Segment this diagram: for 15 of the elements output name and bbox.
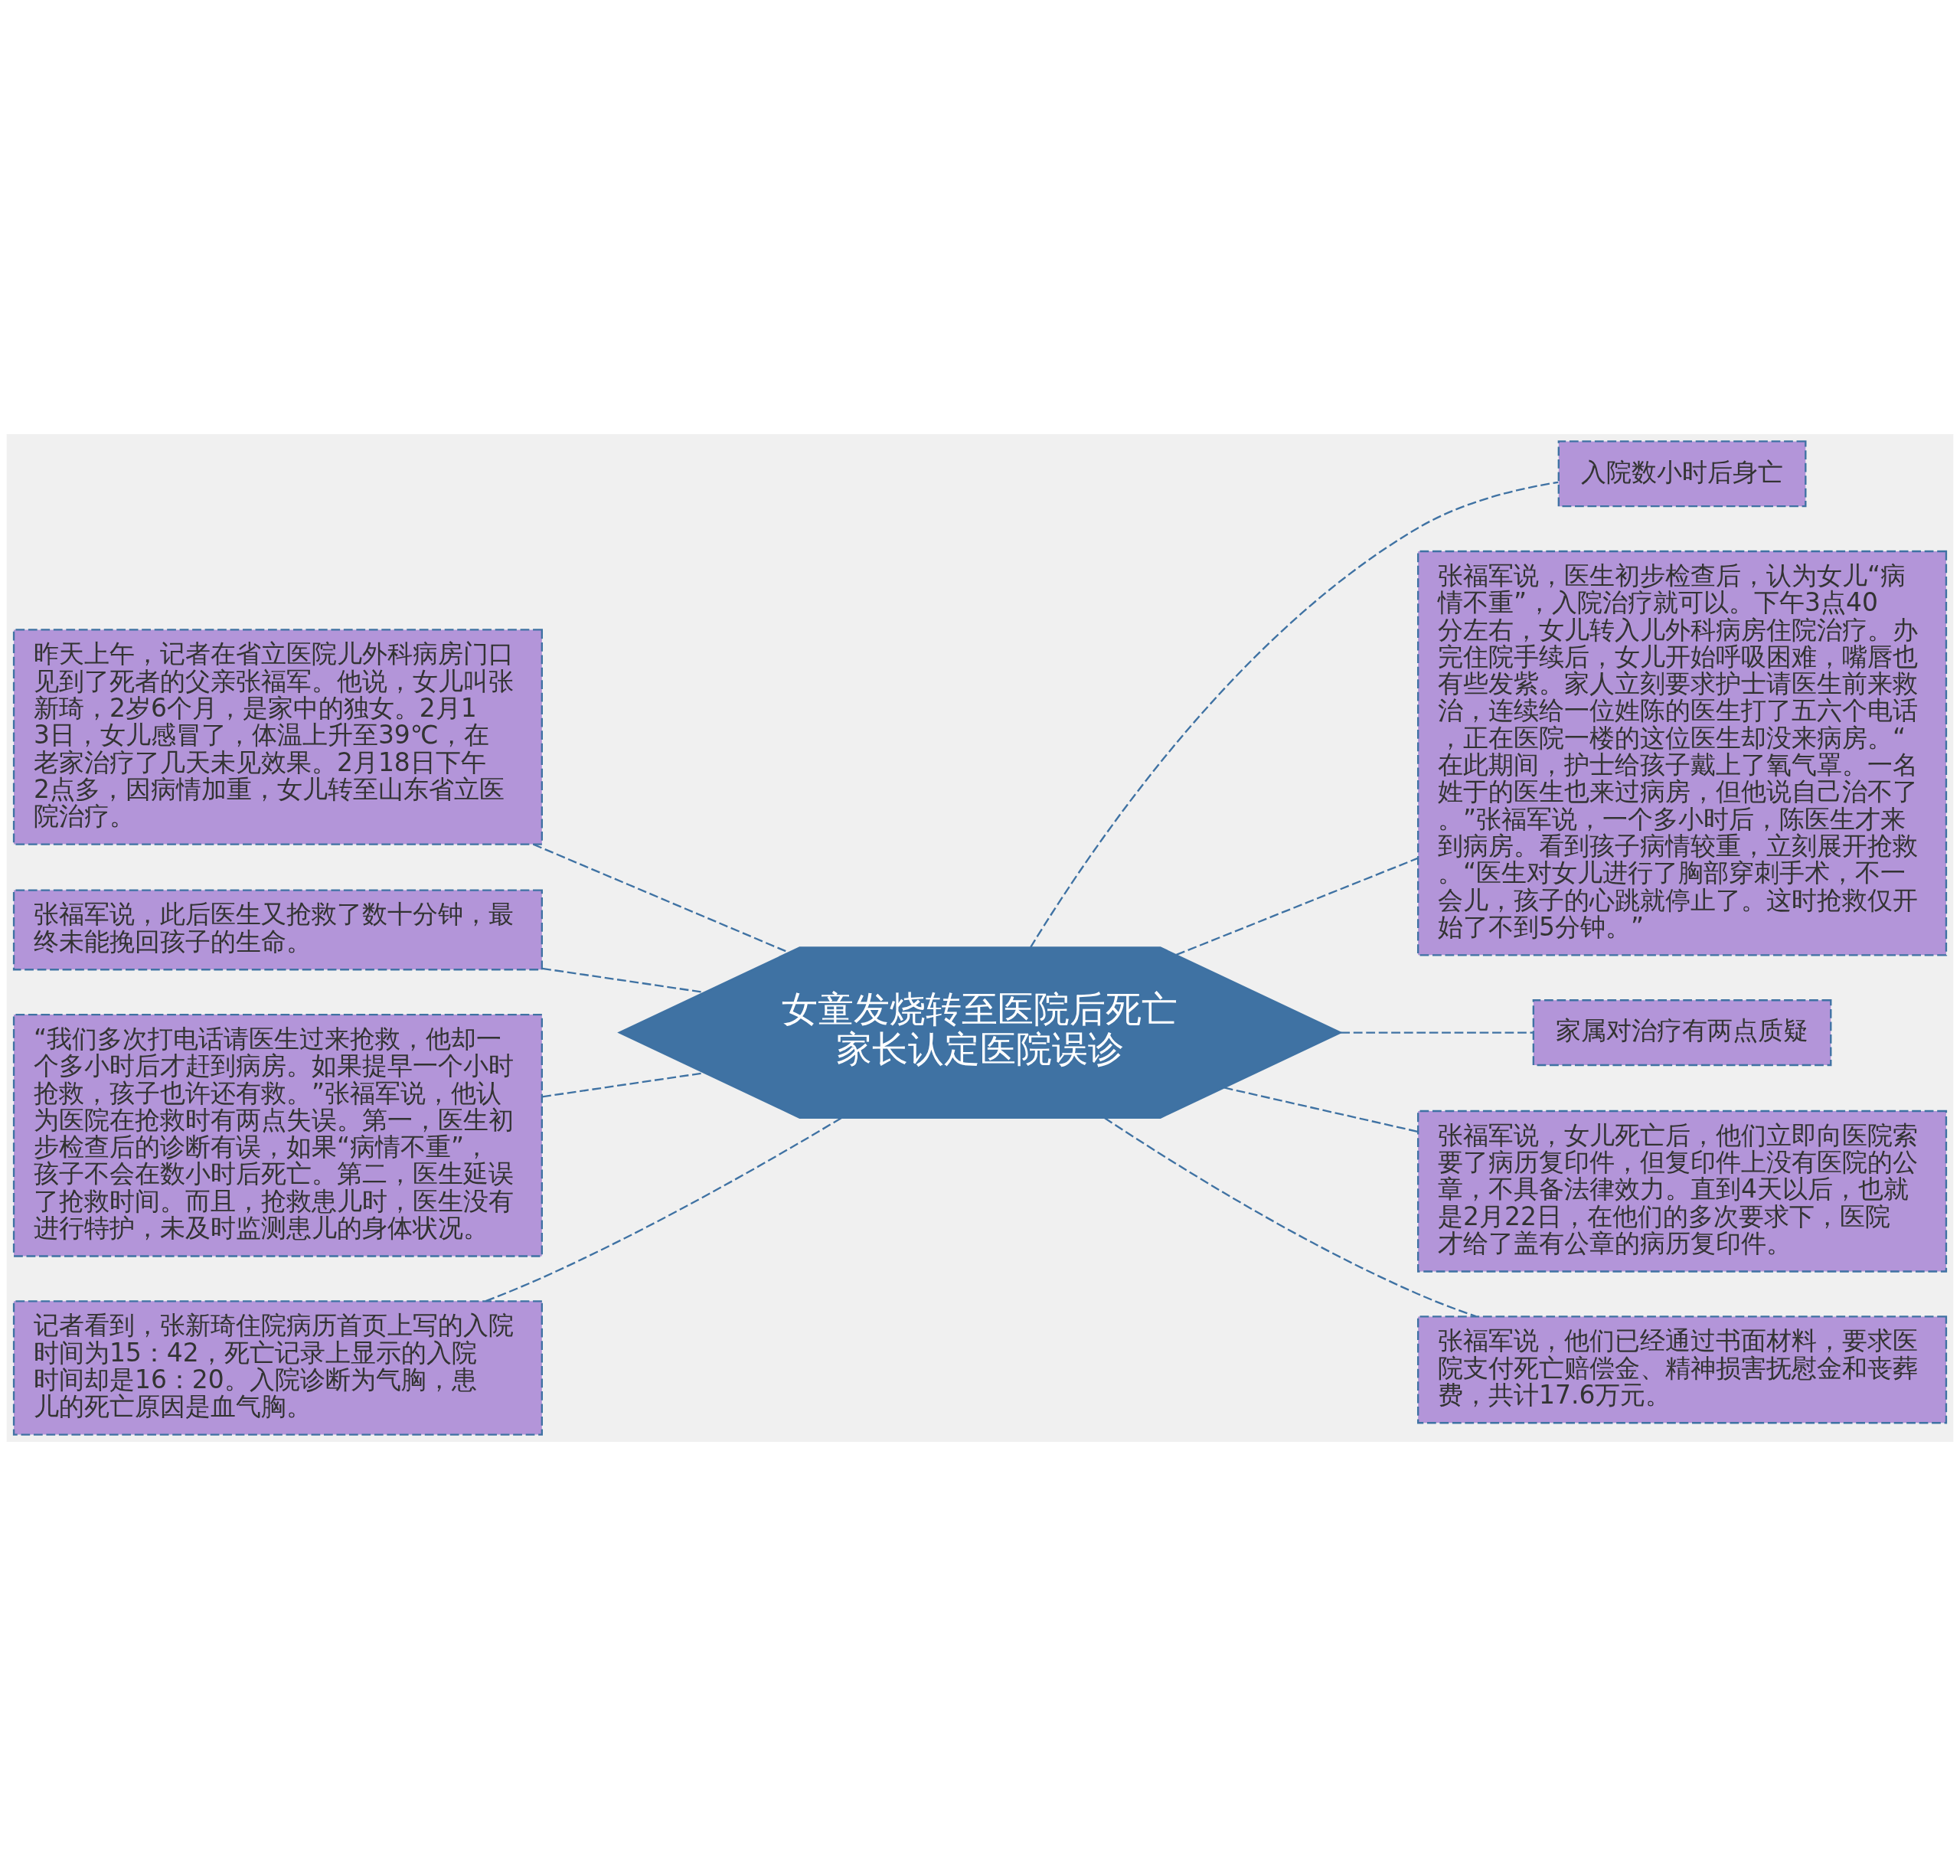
connector <box>1104 1117 1477 1318</box>
connector <box>1223 1087 1418 1132</box>
node-box: 张福军说，医生初步检查后，认为女儿“病情不重”，入院治疗就可以。下午3点40分左右，女儿转入儿外科病房住院治疗。办完住院手续后，女儿开始呼吸困难，嘴唇也有些发紫。家人立刻要求护士请医生前来救治，连续给一位姓陈的医生打了五六个电话，正在医院一楼的这位医生却没来病房。“在此期间，护士给孩子戴上了氧气罩。一名姓于的医生也来过病房，但他说自己治不了。”张福军说，一个多小时后，陈医生才来到病房。看到孩子病情较重，立刻展开抢救。“医生对女儿进行了胸部穿刺手术，不一会儿，孩子的心跳就停止了。这时抢救仅开始了不到5分钟。” <box>1417 550 1948 956</box>
node-box: 记者看到，张新琦住院病历首页上写的入院时间为15：42，死亡记录上显示的入院时间却是16：20。入院诊断为气胸，患儿的死亡原因是血气胸。 <box>12 1300 543 1436</box>
node-box: 张福军说，他们已经通过书面材料，要求医院支付死亡赔偿金、精神损害抚慰金和丧葬费，共计17.6万元。 <box>1417 1315 1948 1424</box>
node-box: “我们多次打电话请医生过来抢救，他却一个多小时后才赶到病房。如果提早一个小时抢救，孩子也许还有救。”张福军说，他认为医院在抢救时有两点失误。第一，医生初步检查后的诊断有误，如果“病情不重”，孩子不会在数小时后死亡。第二，医生延误了抢救时间。而且，抢救患儿时，医生没有进行特护，未及时监测患儿的身体状况。 <box>12 1013 543 1257</box>
connector <box>1030 481 1559 948</box>
connector <box>1341 1031 1534 1034</box>
node-box: 入院数小时后身亡 <box>1557 440 1807 508</box>
connector <box>1176 857 1418 956</box>
node-box: 张福军说，此后医生又抢救了数十分钟，最终未能挽回孩子的生命。 <box>12 889 543 971</box>
node-box: 张福军说，女儿死亡后，他们立即向医院索要了病历复印件，但复印件上没有医院的公章，不具备法律效力。直到4天以后，也就是2月22日，在他们的多次要求下，医院才给了盖有公章的病历复印件。 <box>1417 1110 1948 1273</box>
node-box: 家属对治疗有两点质疑 <box>1532 999 1832 1067</box>
connector <box>485 1116 842 1302</box>
node-box: 昨天上午，记者在省立医院儿外科病房门口见到了死者的父亲张福军。他说，女儿叫张新琦，2岁6个月，是家中的独女。2月13日，女儿感冒了，体温上升至39℃，在老家治疗了几天未见效果。2月18日下午2点多，因病情加重，女儿转至山东省立医院治疗。 <box>12 629 543 845</box>
